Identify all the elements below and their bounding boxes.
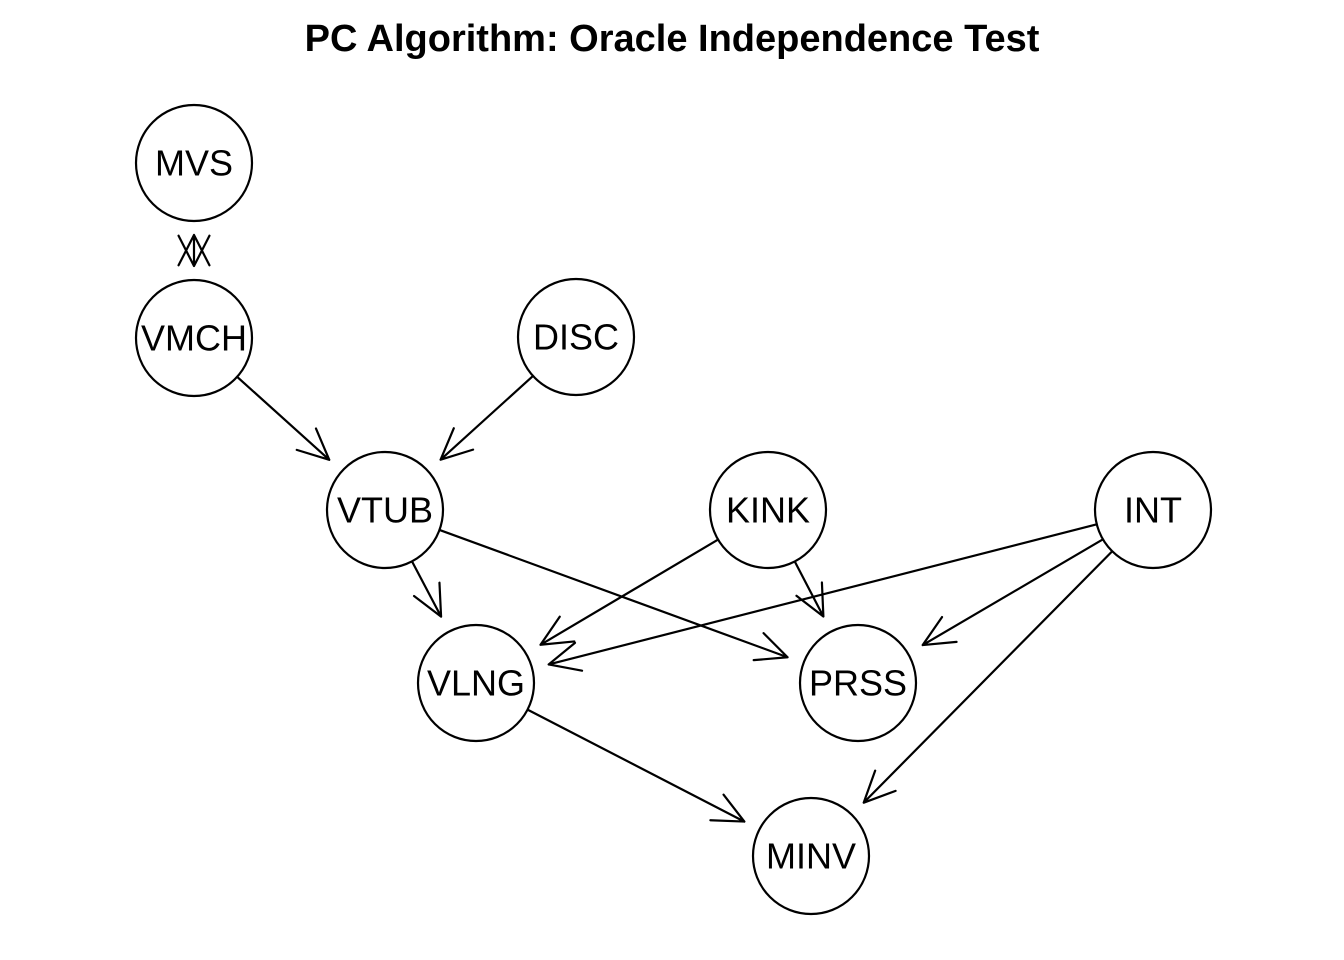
node-label-KINK: KINK: [726, 490, 810, 531]
node-VLNG: VLNG: [416, 623, 536, 743]
node-circle-VTUB: [325, 450, 445, 570]
node-DISC: DISC: [516, 277, 636, 397]
node-circle-MINV: [751, 796, 871, 916]
node-circle-DISC: [516, 277, 636, 397]
node-label-MINV: MINV: [766, 836, 856, 877]
node-label-DISC: DISC: [533, 317, 619, 358]
edge-INT-PRSS: [921, 538, 1105, 647]
node-circle-PRSS: [798, 623, 918, 743]
node-label-MVS: MVS: [155, 143, 233, 184]
edge-VTUB-PRSS: [438, 528, 789, 662]
edge-VMCH-VTUB: [236, 375, 331, 461]
edge-KINK-VLNG: [539, 538, 720, 646]
edge-INT-VLNG: [547, 523, 1098, 672]
node-circle-INT: [1093, 450, 1213, 570]
node-VMCH: VMCH: [134, 278, 254, 398]
node-label-PRSS: PRSS: [809, 663, 907, 704]
node-PRSS: PRSS: [798, 623, 918, 743]
node-circle-KINK: [708, 450, 828, 570]
node-label-VTUB: VTUB: [337, 490, 433, 531]
node-label-VLNG: VLNG: [427, 663, 525, 704]
node-VTUB: VTUB: [325, 450, 445, 570]
plot-title: PC Algorithm: Oracle Independence Test: [304, 18, 1040, 60]
edge-DISC-VTUB: [439, 374, 535, 461]
node-KINK: KINK: [708, 450, 828, 570]
edge-MVS-VMCH: [177, 233, 211, 268]
node-label-VMCH: VMCH: [141, 318, 247, 359]
edge-VLNG-MINV: [526, 708, 746, 823]
node-circle-VMCH: [134, 278, 254, 398]
edge-INT-MINV: [862, 550, 1114, 804]
node-label-INT: INT: [1124, 490, 1182, 531]
node-circle-MVS: [134, 103, 254, 223]
node-MVS: MVS: [134, 103, 254, 223]
node-circle-VLNG: [416, 623, 536, 743]
edge-KINK-PRSS: [793, 560, 825, 618]
node-INT: INT: [1093, 450, 1213, 570]
node-MINV: MINV: [751, 796, 871, 916]
edge-VTUB-VLNG: [410, 560, 443, 618]
